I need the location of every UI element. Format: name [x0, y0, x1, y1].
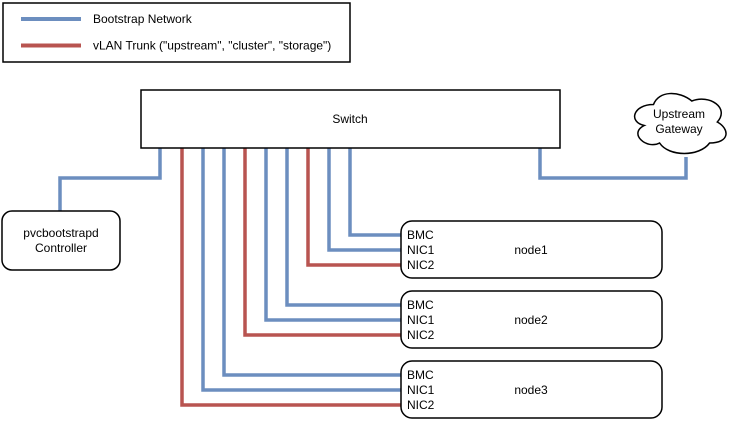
upstream-gateway: Upstream Gateway: [633, 92, 727, 155]
node3-port-nic2: NIC2: [407, 398, 435, 412]
link-switch-node2-nic2: [243, 148, 401, 337]
controller-label-line2: Controller: [35, 241, 87, 255]
upstream-gateway-label-line1: Upstream: [653, 107, 705, 121]
node1-label: node1: [514, 243, 548, 257]
switch: Switch: [140, 89, 561, 149]
link-switch-node2-nic1: [264, 148, 401, 322]
node3-port-bmc: BMC: [407, 368, 434, 382]
controller-box: [1, 210, 121, 271]
controller: pvcbootstrapd Controller: [1, 210, 121, 271]
link-switch-controller: [58, 148, 162, 211]
legend-label-vlan-trunk: vLAN Trunk ("upstream", "cluster", "stor…: [93, 39, 331, 53]
node3-box: [400, 360, 663, 419]
node3-port-nic1: NIC1: [407, 383, 435, 397]
node1-box: [400, 220, 663, 279]
node1-port-bmc: BMC: [407, 228, 434, 242]
link-switch-node3-nic1: [201, 148, 401, 392]
legend-box: [2, 2, 351, 63]
legend-label-bootstrap-network: Bootstrap Network: [93, 12, 193, 26]
link-switch-node1-bmc: [348, 148, 401, 237]
switch-label: Switch: [332, 112, 367, 126]
controller-label-line1: pvcbootstrapd: [23, 226, 98, 240]
node2-port-bmc: BMC: [407, 298, 434, 312]
legend: Bootstrap Network vLAN Trunk ("upstream"…: [2, 2, 351, 63]
link-switch-node1-nic1: [327, 148, 401, 252]
node2-box: [400, 290, 663, 349]
node2: BMC NIC1 NIC2 node2: [400, 290, 663, 349]
switch-box: [140, 89, 561, 149]
node1-port-nic2: NIC2: [407, 258, 435, 272]
node2-label: node2: [514, 313, 548, 327]
node3: BMC NIC1 NIC2 node3: [400, 360, 663, 419]
link-switch-node3-bmc: [222, 148, 401, 377]
link-switch-node1-nic2: [306, 148, 401, 267]
node2-port-nic2: NIC2: [407, 328, 435, 342]
node2-port-nic1: NIC1: [407, 313, 435, 327]
node3-label: node3: [514, 383, 548, 397]
link-switch-node2-bmc: [285, 148, 401, 307]
node1-port-nic1: NIC1: [407, 243, 435, 257]
link-switch-gateway: [538, 148, 688, 180]
link-switch-node3-nic2: [180, 148, 401, 407]
upstream-gateway-label-line2: Gateway: [655, 122, 702, 136]
cloud-icon: [633, 92, 727, 155]
node1: BMC NIC1 NIC2 node1: [400, 220, 663, 279]
